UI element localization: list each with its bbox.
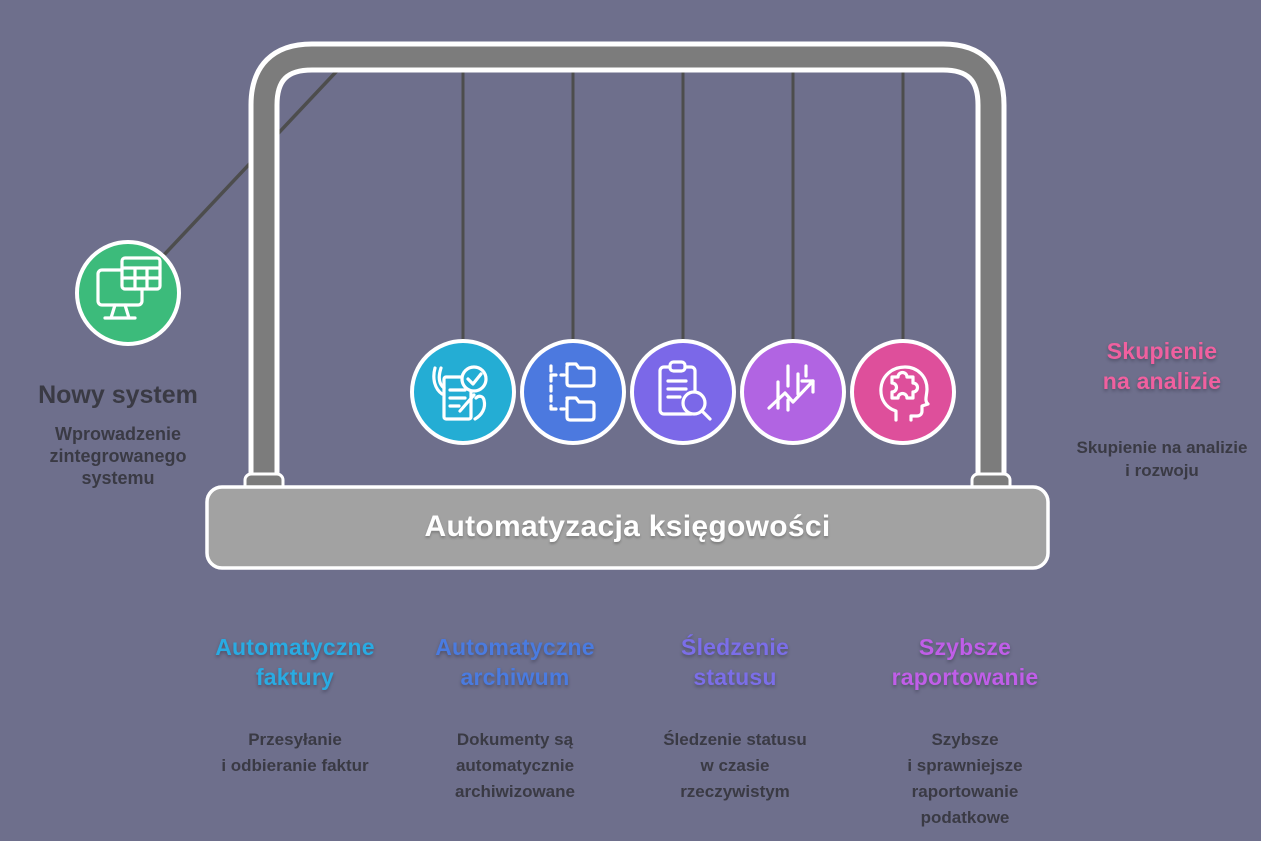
outcome-block: Skupienie na analizie Skupienie na anali… [1062, 318, 1261, 500]
ball-circle [740, 339, 846, 445]
feature-column-status: Śledzenie statusu Śledzenie statusu w cz… [620, 614, 850, 823]
feature-title: Automatyczne archiwum [435, 634, 595, 690]
ball-archive [520, 339, 626, 445]
pendulum-strings [129, 55, 905, 392]
ball-new-system [75, 240, 181, 346]
clipboard-search-icon [658, 360, 712, 421]
feature-description: Przesyłanie i odbieranie faktur [221, 730, 369, 775]
outcome-description: Skupienie na analizie i rozwoju [1076, 438, 1248, 480]
feature-column-invoices: Automatyczne faktury Przesyłanie i odbie… [180, 614, 410, 797]
cradle-frame [248, 41, 1007, 494]
head-puzzle-icon [879, 365, 930, 422]
feature-description: Dokumenty są automatycznie archiwizowane [455, 730, 575, 801]
feature-description: Śledzenie statusu w czasie rzeczywistym [663, 730, 807, 801]
frame-bar [253, 46, 1002, 494]
feature-title: Szybsze raportowanie [891, 634, 1039, 690]
feature-title: Śledzenie statusu [681, 634, 789, 690]
new-system-title: Nowy system [38, 381, 198, 409]
folder-tree-icon [549, 362, 596, 422]
base-plate-label: Automatyzacja księgowości [424, 510, 831, 543]
ball-analysis [850, 339, 956, 445]
feature-column-reporting: Szybsze raportowanie Szybsze i sprawniej… [850, 614, 1080, 841]
feature-title: Automatyczne faktury [215, 634, 375, 690]
feature-description: Szybsze i sprawniejsze raportowanie poda… [907, 730, 1023, 827]
outcome-title: Skupienie na analizie [1102, 338, 1222, 394]
ball-reporting [740, 339, 846, 445]
ball-invoices [410, 339, 516, 445]
invoice-check-icon [432, 365, 488, 421]
ball-status [630, 339, 736, 445]
ball-circle [410, 339, 516, 445]
monitor-spreadsheet-icon [96, 256, 162, 320]
chart-growth-icon [767, 364, 815, 412]
new-system-description: Wprowadzenie zintegrowanego systemu [49, 424, 187, 488]
swung-string [129, 55, 352, 292]
feature-column-archive: Automatyczne archiwum Dokumenty są autom… [400, 614, 630, 823]
base-plate [205, 485, 1050, 570]
ball-circle [630, 339, 736, 445]
ball-circle [520, 339, 626, 445]
